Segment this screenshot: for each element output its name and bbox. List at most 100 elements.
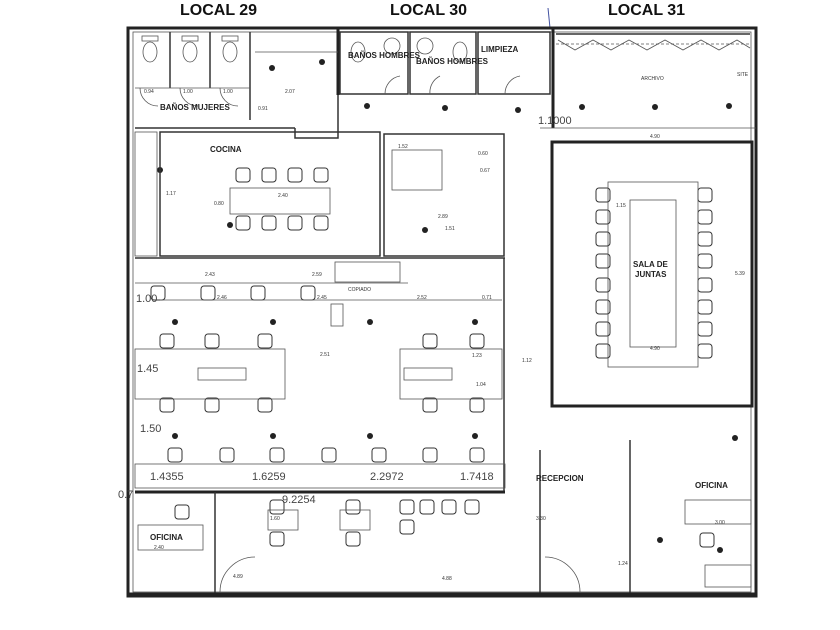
archivo-label: ARCHIVO (641, 76, 664, 82)
chair-icon (595, 343, 611, 359)
dimension-label: 9.2254 (282, 494, 316, 506)
dimension-label: 1.12 (522, 358, 532, 364)
cocina-room (134, 131, 381, 257)
toilet-icon (181, 35, 199, 63)
light-fixture-icon (422, 227, 428, 233)
chair-icon (269, 447, 285, 463)
chair-icon (257, 333, 273, 349)
dimension-label: 4.90 (650, 346, 660, 352)
chair-icon (422, 447, 438, 463)
dimension-label: 5.39 (735, 271, 745, 277)
dimension-label: 0.71 (482, 295, 492, 301)
banos-hombres-area (339, 31, 756, 129)
light-fixture-icon (367, 433, 373, 439)
dimension-label: 0.60 (478, 151, 488, 157)
pen-mark (547, 7, 551, 29)
limpieza-label: LIMPIEZA (481, 45, 519, 54)
sala-de-juntas-label-2: JUNTAS (635, 270, 667, 279)
light-fixture-icon (515, 107, 521, 113)
dimension-label: 1.00 (136, 293, 157, 305)
light-fixture-icon (269, 65, 275, 71)
chair-icon (469, 397, 485, 413)
light-fixture-icon (726, 103, 732, 109)
dimension-label: 1.1000 (538, 115, 572, 127)
chair-icon (321, 447, 337, 463)
cocina-label: COCINA (210, 145, 242, 154)
dimension-label: 0.67 (480, 168, 490, 174)
dimension-label: 0.80 (214, 201, 224, 207)
chair-icon (422, 397, 438, 413)
chair-icon (697, 209, 713, 225)
chair-icon (371, 447, 387, 463)
light-fixture-icon (472, 319, 478, 325)
chair-icon (595, 299, 611, 315)
dimension-label: 4.90 (650, 134, 660, 140)
chair-icon (697, 187, 713, 203)
chair-icon (464, 499, 480, 515)
chair-icon (595, 209, 611, 225)
chair-icon (441, 499, 457, 515)
light-fixture-icon (717, 547, 723, 553)
chair-icon (204, 333, 220, 349)
dimension-label: 3.30 (536, 516, 546, 522)
light-fixture-icon (172, 433, 178, 439)
chair-icon (257, 397, 273, 413)
dimension-label: 1.00 (223, 89, 233, 95)
archivo-shelving (556, 33, 751, 51)
chair-icon (697, 231, 713, 247)
chair-icon (345, 499, 361, 515)
dimension-label: 2.45 (317, 295, 327, 301)
dimension-label: 2.51 (320, 352, 330, 358)
dimension-label: 1.15 (616, 203, 626, 209)
chair-icon (235, 215, 251, 231)
light-fixture-icon (442, 105, 448, 111)
sala-de-juntas-label: SALA DE (633, 260, 668, 269)
chair-icon (167, 447, 183, 463)
dimension-label: 1.7418 (460, 471, 494, 483)
dimension-label: 1.23 (472, 353, 482, 359)
chair-icon (595, 253, 611, 269)
chair-icon (345, 531, 361, 547)
dimension-label: 0.7 (118, 489, 133, 501)
site-label: SITE (737, 72, 749, 78)
dimension-label: 1.45 (137, 363, 158, 375)
dimension-label: 1.6259 (252, 471, 286, 483)
chair-icon (419, 499, 435, 515)
light-fixture-icon (657, 537, 663, 543)
dimension-label: 0.94 (144, 89, 154, 95)
copiado-label: COPIADO (348, 287, 371, 293)
dimension-label: 2.89 (438, 214, 448, 220)
light-fixture-icon (270, 319, 276, 325)
chair-icon (313, 215, 329, 231)
chair-icon (697, 343, 713, 359)
chair-icon (699, 532, 715, 548)
chair-icon (422, 333, 438, 349)
local-29-label: LOCAL 29 (180, 2, 257, 19)
light-fixture-icon (172, 319, 178, 325)
dimension-label: 2.46 (217, 295, 227, 301)
recepcion-label: RECEPCION (536, 474, 584, 483)
toilet-icon (221, 35, 239, 63)
dimension-label: 4.89 (233, 574, 243, 580)
chair-icon (269, 499, 285, 515)
dimension-label: 2.40 (278, 193, 288, 199)
chair-icon (399, 499, 415, 515)
dimension-label: 2.52 (417, 295, 427, 301)
light-fixture-icon (319, 59, 325, 65)
light-fixture-icon (227, 222, 233, 228)
dimension-label: 3.00 (715, 520, 725, 526)
light-fixture-icon (472, 433, 478, 439)
chair-icon (313, 167, 329, 183)
chairs (150, 167, 715, 548)
light-fixture-icon (270, 433, 276, 439)
oficina-left-label: OFICINA (150, 533, 183, 542)
chair-icon (697, 277, 713, 293)
chair-icon (595, 321, 611, 337)
chair-icon (300, 285, 316, 301)
banos-hombres-1-label: BAÑOS HOMBRES (348, 51, 421, 60)
dimension-label: 2.07 (285, 89, 295, 95)
chair-icon (697, 253, 713, 269)
chair-icon (269, 531, 285, 547)
light-fixture-icon (579, 104, 585, 110)
